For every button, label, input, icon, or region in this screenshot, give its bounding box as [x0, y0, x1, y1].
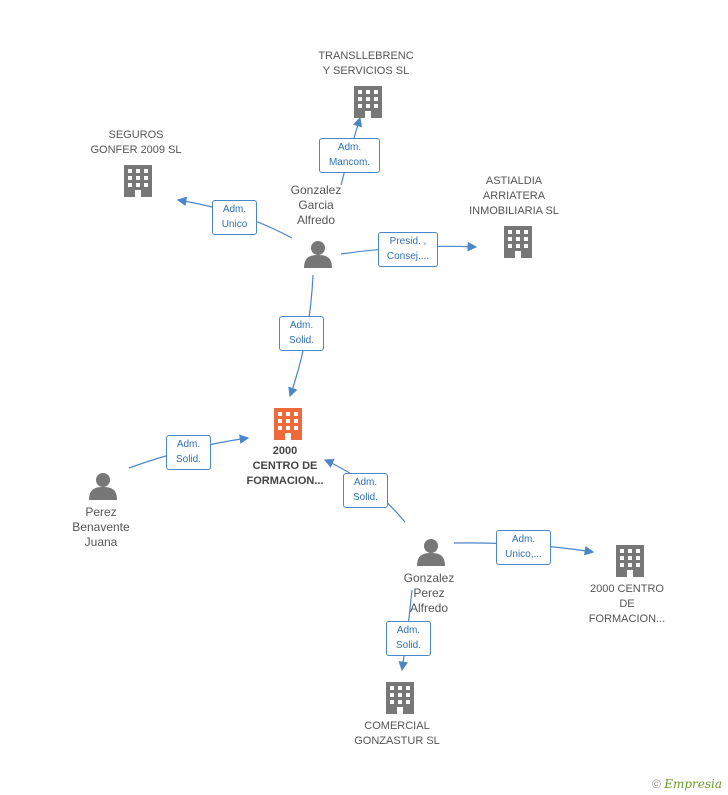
edge-label-adm-mancom: Adm. Mancom. — [319, 138, 380, 173]
edge-label-presid-consej: Presid. , Consej.... — [378, 232, 438, 267]
company-label-centro-right[interactable]: 2000 CENTRO DE FORMACION... — [588, 583, 666, 625]
person-label-perez-benavente[interactable]: Perez Benavente Juana — [72, 505, 130, 549]
person-label-gonzalez-garcia[interactable]: Gonzalez Garcia Alfredo — [290, 183, 342, 227]
company-label-seguros[interactable]: SEGUROS GONFER 2009 SL — [90, 129, 182, 156]
person-icon-gonzalez-garcia[interactable] — [304, 241, 332, 268]
edge-label-adm-solid-center: Adm. Solid. — [343, 473, 388, 508]
building-icon-centro-main[interactable] — [274, 408, 302, 440]
building-icon-transllebrenc[interactable] — [354, 86, 382, 118]
brand-logo: Empresia — [664, 777, 722, 791]
edge-label-adm-solid-top: Adm. Solid. — [279, 316, 324, 351]
footer-brand[interactable]: © Empresia — [652, 777, 722, 791]
building-icon-comercial[interactable] — [386, 682, 414, 714]
building-icon-seguros[interactable] — [124, 165, 152, 197]
company-label-astialdia[interactable]: ASTIALDIA ARRIATERA INMOBILIARIA SL — [469, 175, 559, 217]
company-label-centro-main[interactable]: 2000 CENTRO DE FORMACION... — [246, 445, 324, 487]
company-label-transllebrenc[interactable]: TRANSLLEBRENC Y SERVICIOS SL — [318, 50, 414, 77]
person-icon-perez-benavente[interactable] — [89, 473, 117, 500]
edge-label-adm-unico-right: Adm. Unico,... — [496, 530, 551, 565]
edge-label-adm-solid-left: Adm. Solid. — [166, 435, 211, 470]
person-label-gonzalez-perez[interactable]: Gonzalez Perez Alfredo — [403, 571, 455, 615]
copyright-icon: © — [652, 777, 661, 791]
edge-label-adm-unico: Adm. Unico — [212, 200, 257, 235]
person-icon-gonzalez-perez[interactable] — [417, 539, 445, 566]
edge-label-adm-solid-bottom: Adm. Solid. — [386, 621, 431, 656]
building-icon-centro-right[interactable] — [616, 545, 644, 577]
building-icon-astialdia[interactable] — [504, 226, 532, 258]
company-label-comercial[interactable]: COMERCIAL GONZASTUR SL — [354, 720, 440, 747]
